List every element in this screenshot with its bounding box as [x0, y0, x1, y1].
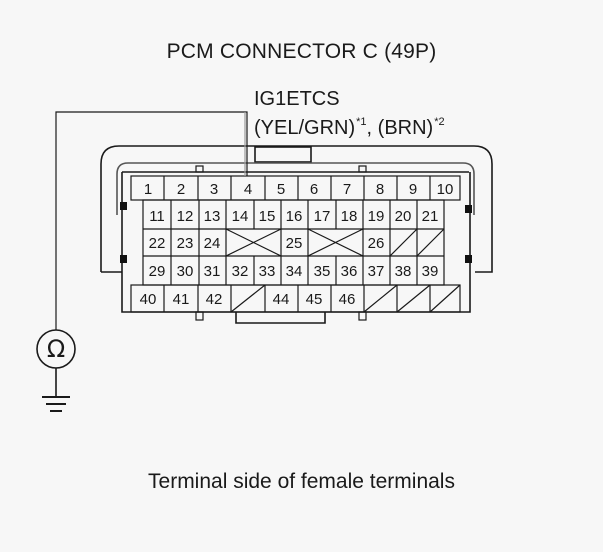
pin-6: 6 — [310, 181, 318, 198]
pin-3: 3 — [210, 181, 218, 198]
footnote-2: *2 — [434, 116, 445, 128]
pin-23: 23 — [177, 235, 194, 252]
pin-18: 18 — [341, 208, 358, 225]
pin-42: 42 — [206, 291, 223, 308]
pin-5: 5 — [277, 181, 285, 198]
ohm-symbol: Ω — [47, 335, 65, 363]
pin-45: 45 — [306, 291, 323, 308]
pin-39: 39 — [422, 263, 439, 280]
inner-housing — [116, 162, 475, 215]
wire-color-1: (YEL/GRN) — [254, 117, 356, 139]
wire-color-2: (BRN) — [377, 117, 434, 139]
pin-labels: 1 2 3 4 5 6 7 8 9 10 11 12 13 14 15 16 1… — [140, 181, 454, 308]
pin-8: 8 — [376, 181, 384, 198]
ground-icon — [42, 396, 70, 412]
wire-label: IG1ETCS (YEL/GRN)*1, (BRN)*2 — [254, 88, 445, 140]
pin-30: 30 — [177, 263, 194, 280]
pin-7: 7 — [343, 181, 351, 198]
bottom-latch — [235, 312, 326, 324]
pin-32: 32 — [232, 263, 249, 280]
pin-24: 24 — [204, 235, 221, 252]
pin-44: 44 — [273, 291, 290, 308]
pin-14: 14 — [232, 208, 249, 225]
rows-2-4 — [142, 199, 445, 286]
pin-1: 1 — [144, 181, 152, 198]
probe-wire — [55, 111, 248, 330]
pin-12: 12 — [177, 208, 194, 225]
connector-title: PCM CONNECTOR C (49P) — [166, 40, 437, 63]
outer-housing — [100, 145, 493, 273]
pin-29: 29 — [149, 263, 166, 280]
top-latch — [254, 146, 312, 163]
pin-38: 38 — [395, 263, 412, 280]
pin-37: 37 — [368, 263, 385, 280]
pin-17: 17 — [314, 208, 331, 225]
row-5 — [130, 284, 461, 313]
pin-34: 34 — [286, 263, 303, 280]
pin-20: 20 — [395, 208, 412, 225]
pin-13: 13 — [204, 208, 221, 225]
pin-33: 33 — [259, 263, 276, 280]
separator: , — [366, 117, 378, 139]
ohmmeter-icon: Ω — [36, 329, 76, 397]
pin-46: 46 — [339, 291, 356, 308]
pin-15: 15 — [259, 208, 276, 225]
footnote-1: *1 — [356, 116, 367, 128]
pin-40: 40 — [140, 291, 157, 308]
pin-31: 31 — [204, 263, 221, 280]
wire-colors: (YEL/GRN)*1, (BRN)*2 — [254, 111, 445, 140]
pin-36: 36 — [341, 263, 358, 280]
pin-21: 21 — [422, 208, 439, 225]
pin-11: 11 — [149, 208, 165, 225]
pin-35: 35 — [314, 263, 331, 280]
pin-25: 25 — [286, 235, 303, 252]
diagram-caption: Terminal side of female terminals — [148, 470, 455, 493]
pin-9: 9 — [409, 181, 417, 198]
pin-41: 41 — [173, 291, 190, 308]
pin-16: 16 — [286, 208, 303, 225]
pin-2: 2 — [177, 181, 185, 198]
pin-26: 26 — [368, 235, 385, 252]
signal-name: IG1ETCS — [254, 88, 340, 110]
pin-22: 22 — [149, 235, 166, 252]
pin-10: 10 — [437, 181, 454, 198]
pin-19: 19 — [368, 208, 385, 225]
pin-4: 4 — [244, 181, 252, 198]
